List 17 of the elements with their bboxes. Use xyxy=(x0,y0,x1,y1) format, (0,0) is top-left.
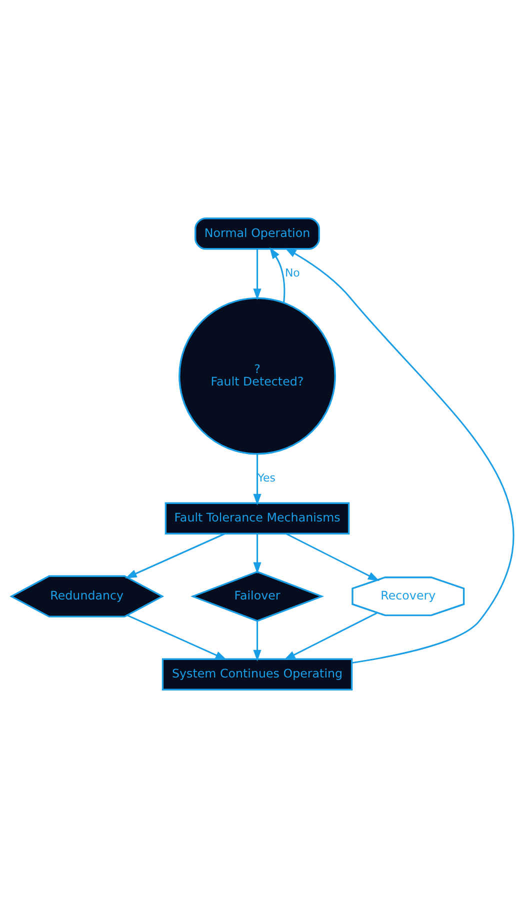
node-diamond: Failover xyxy=(190,570,324,622)
arrow xyxy=(253,249,262,300)
arrow xyxy=(284,248,514,664)
arrow xyxy=(253,621,262,662)
edge-label: Yes xyxy=(258,471,276,484)
arrow xyxy=(125,533,226,578)
node-box: Normal Operation xyxy=(194,218,320,250)
arrow xyxy=(253,534,262,574)
arrow xyxy=(253,454,262,506)
arrow xyxy=(286,533,380,582)
edge-label: No xyxy=(284,266,300,280)
node-circle: ? Fault Detected? xyxy=(178,297,336,455)
arrow xyxy=(126,614,227,660)
node-box: Fault Tolerance Mechanisms xyxy=(164,502,350,534)
arrow xyxy=(270,247,286,303)
node-box: System Continues Operating xyxy=(162,658,353,690)
arrow xyxy=(284,612,378,660)
